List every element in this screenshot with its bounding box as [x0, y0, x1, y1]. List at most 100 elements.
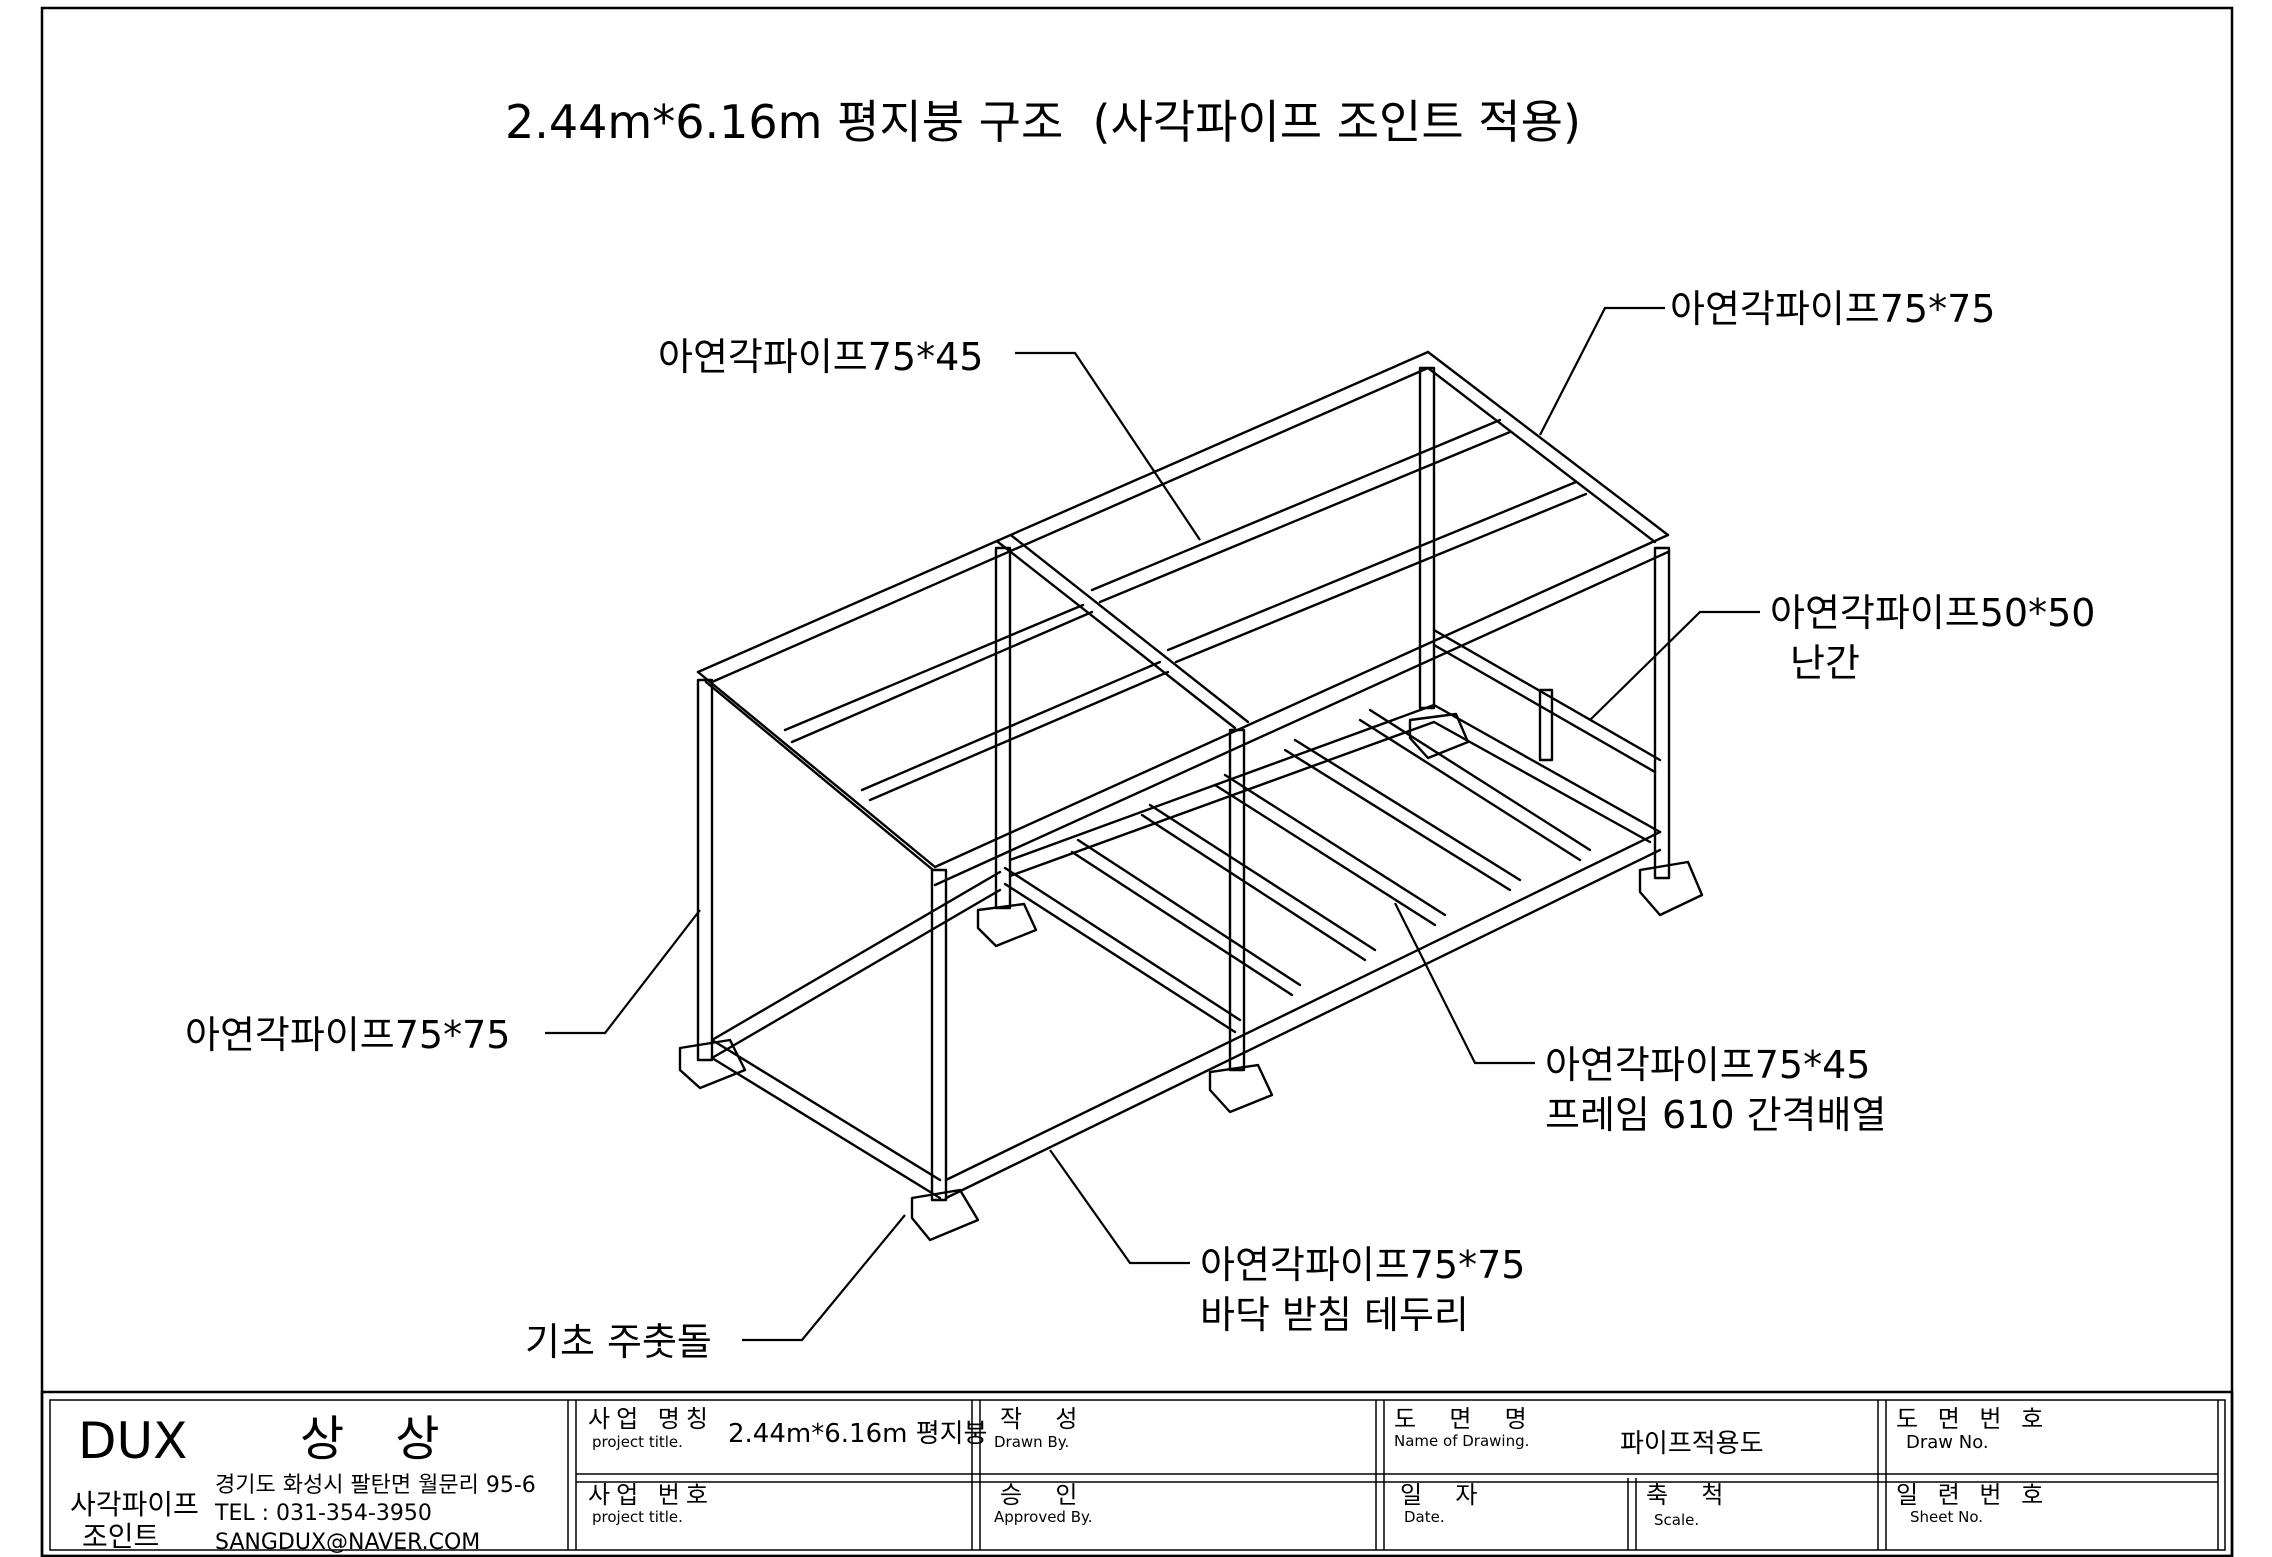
leader-top-beam: [1015, 351, 1201, 541]
floor-edge-mid-b: [1008, 720, 1436, 878]
floor-joist-3: [1148, 803, 1377, 952]
brand-logo: DUX: [78, 1412, 187, 1470]
project-name-label: 사업 명칭: [588, 1405, 714, 1433]
callout-bottom-edge-line2: 바닥 받침 테두리: [1200, 1293, 1469, 1337]
foundation-stone-1: [678, 1038, 747, 1090]
floor-joist-6b: [1358, 718, 1582, 862]
floor-joist-4b: [1213, 783, 1437, 927]
floor-joist-2b: [1070, 850, 1294, 997]
drawn-label-en: Drawn By.: [994, 1433, 1069, 1451]
roof-purlin-4b: [1174, 492, 1588, 664]
title-block: [40, 1390, 2234, 1557]
leader-bottom-edge: [1049, 1149, 1190, 1265]
callout-left-post: 아연각파이프75*75: [185, 1013, 510, 1057]
railing-top: [1432, 628, 1662, 762]
post-back-left: [1418, 366, 1436, 710]
project-no-label: 사업 번호: [588, 1481, 714, 1509]
floor-edge-front-b: [710, 1056, 942, 1200]
floor-edge-right-b: [944, 848, 1662, 1200]
roof-beam-mid: [996, 540, 1237, 730]
floor-edge-right: [944, 830, 1662, 1182]
foundation-stone-6: [1408, 712, 1470, 760]
railing-top-b: [1432, 643, 1657, 774]
drawn-label: 작 성: [1000, 1405, 1083, 1433]
floor-joist-5b: [1283, 748, 1512, 892]
scale-label-en: Scale.: [1654, 1511, 1699, 1529]
floor-joist-2: [1076, 838, 1302, 987]
roof-beam-long-right-inner: [933, 550, 1670, 887]
sheet-no-label-en: Sheet No.: [1910, 1508, 1983, 1526]
roof-purlin-4: [1166, 480, 1578, 652]
scale-label: 축 척: [1646, 1481, 1729, 1509]
roof-purlin-1: [783, 603, 1085, 732]
leader-foundation: [742, 1214, 906, 1342]
title-block-inner: [49, 1399, 2226, 1551]
floor-edge-back: [1432, 703, 1662, 834]
brand-korean: 상 상: [300, 1411, 458, 1467]
floor-edge-back-b: [1432, 720, 1652, 844]
foundation-stone-3: [1208, 1063, 1274, 1114]
leader-lines: [545, 306, 1760, 1342]
draw-no-label: 도 면 번 호: [1896, 1405, 2049, 1433]
post-mid-right: [1228, 728, 1246, 1072]
floor-joist-6: [1368, 708, 1592, 852]
drawing-name-value: 파이프적용도: [1620, 1429, 1764, 1459]
sheet-no-label: 일 련 번 호: [1896, 1481, 2049, 1509]
draw-no-label-en: Draw No.: [1906, 1432, 1989, 1453]
drawing-title: 2.44m*6.16m 평지붕 구조 (사각파이프 조인트 적용): [505, 95, 1581, 149]
leader-top-right: [1539, 306, 1665, 436]
drawing-name-label: 도 면 명: [1394, 1405, 1533, 1433]
date-label-en: Date.: [1404, 1508, 1445, 1526]
post-front-left: [696, 678, 714, 1062]
roof-purlin-3b: [1098, 430, 1512, 604]
title-block-outer: [40, 1390, 2234, 1557]
roof-purlin-1b: [790, 610, 1094, 744]
floor-joist-1b: [1003, 882, 1237, 1034]
callout-railing-line1: 아연각파이프50*50: [1770, 591, 2095, 635]
post-back-right: [1653, 546, 1671, 880]
floor-edge-mid: [1008, 703, 1436, 862]
roof-beam-mid-inner: [1010, 534, 1250, 724]
drawing-name-label-en: Name of Drawing.: [1394, 1432, 1529, 1450]
foundation-stone-4: [976, 902, 1038, 948]
callout-top-beam: 아연각파이프75*45: [658, 335, 983, 379]
floor-edge-left: [710, 870, 1002, 1042]
post-mid-left: [994, 546, 1012, 910]
foundation-stone-5: [1638, 860, 1704, 917]
leader-floor-frame: [1394, 902, 1535, 1065]
roof-purlin-3: [1090, 418, 1502, 592]
company-line1: 사각파이프: [70, 1488, 199, 1521]
railing-post: [1538, 688, 1554, 762]
floor-edge-left-b: [710, 888, 1002, 1060]
company-email: SANGDUX@NAVER.COM: [215, 1530, 480, 1555]
floor-edge-front: [710, 1038, 942, 1182]
leader-left-post: [545, 909, 701, 1035]
roof-beam-back: [1426, 350, 1670, 537]
post-front-right: [930, 868, 948, 1202]
floor-joist-1: [1003, 866, 1242, 1022]
company-tel: TEL : 031-354-3950: [214, 1501, 432, 1526]
roof-purlin-2b: [868, 670, 1170, 802]
roof-beam-long-right: [933, 533, 1670, 869]
floor-joist-4: [1223, 773, 1447, 917]
floor-joist-3b: [1140, 813, 1367, 962]
project-name-label-en: project title.: [592, 1433, 683, 1451]
roof-beam-front-inner: [704, 680, 935, 872]
roof-beam-long-left-inner: [710, 366, 1430, 684]
roof-beam-long-left: [696, 350, 1430, 674]
callout-floor-frame-line1: 아연각파이프75*45: [1545, 1043, 1870, 1087]
approved-label: 승 인: [1000, 1481, 1083, 1509]
leader-railing: [1589, 610, 1760, 721]
sheet-border: [40, 6, 2234, 1557]
foundation-stone-2: [910, 1188, 980, 1242]
project-name-value: 2.44m*6.16m 평지붕: [728, 1419, 987, 1449]
company-line2: 조인트: [82, 1520, 159, 1553]
date-label: 일 자: [1400, 1481, 1483, 1509]
callout-floor-frame-line2: 프레임 610 간격배열: [1545, 1093, 1886, 1137]
roof-beam-back-inner: [1426, 366, 1657, 544]
approved-label-en: Approved By.: [994, 1508, 1093, 1526]
callout-top-right: 아연각파이프75*75: [1670, 287, 1995, 331]
callout-bottom-edge-line1: 아연각파이프75*75: [1200, 1243, 1525, 1287]
roof-beam-front: [696, 670, 937, 869]
